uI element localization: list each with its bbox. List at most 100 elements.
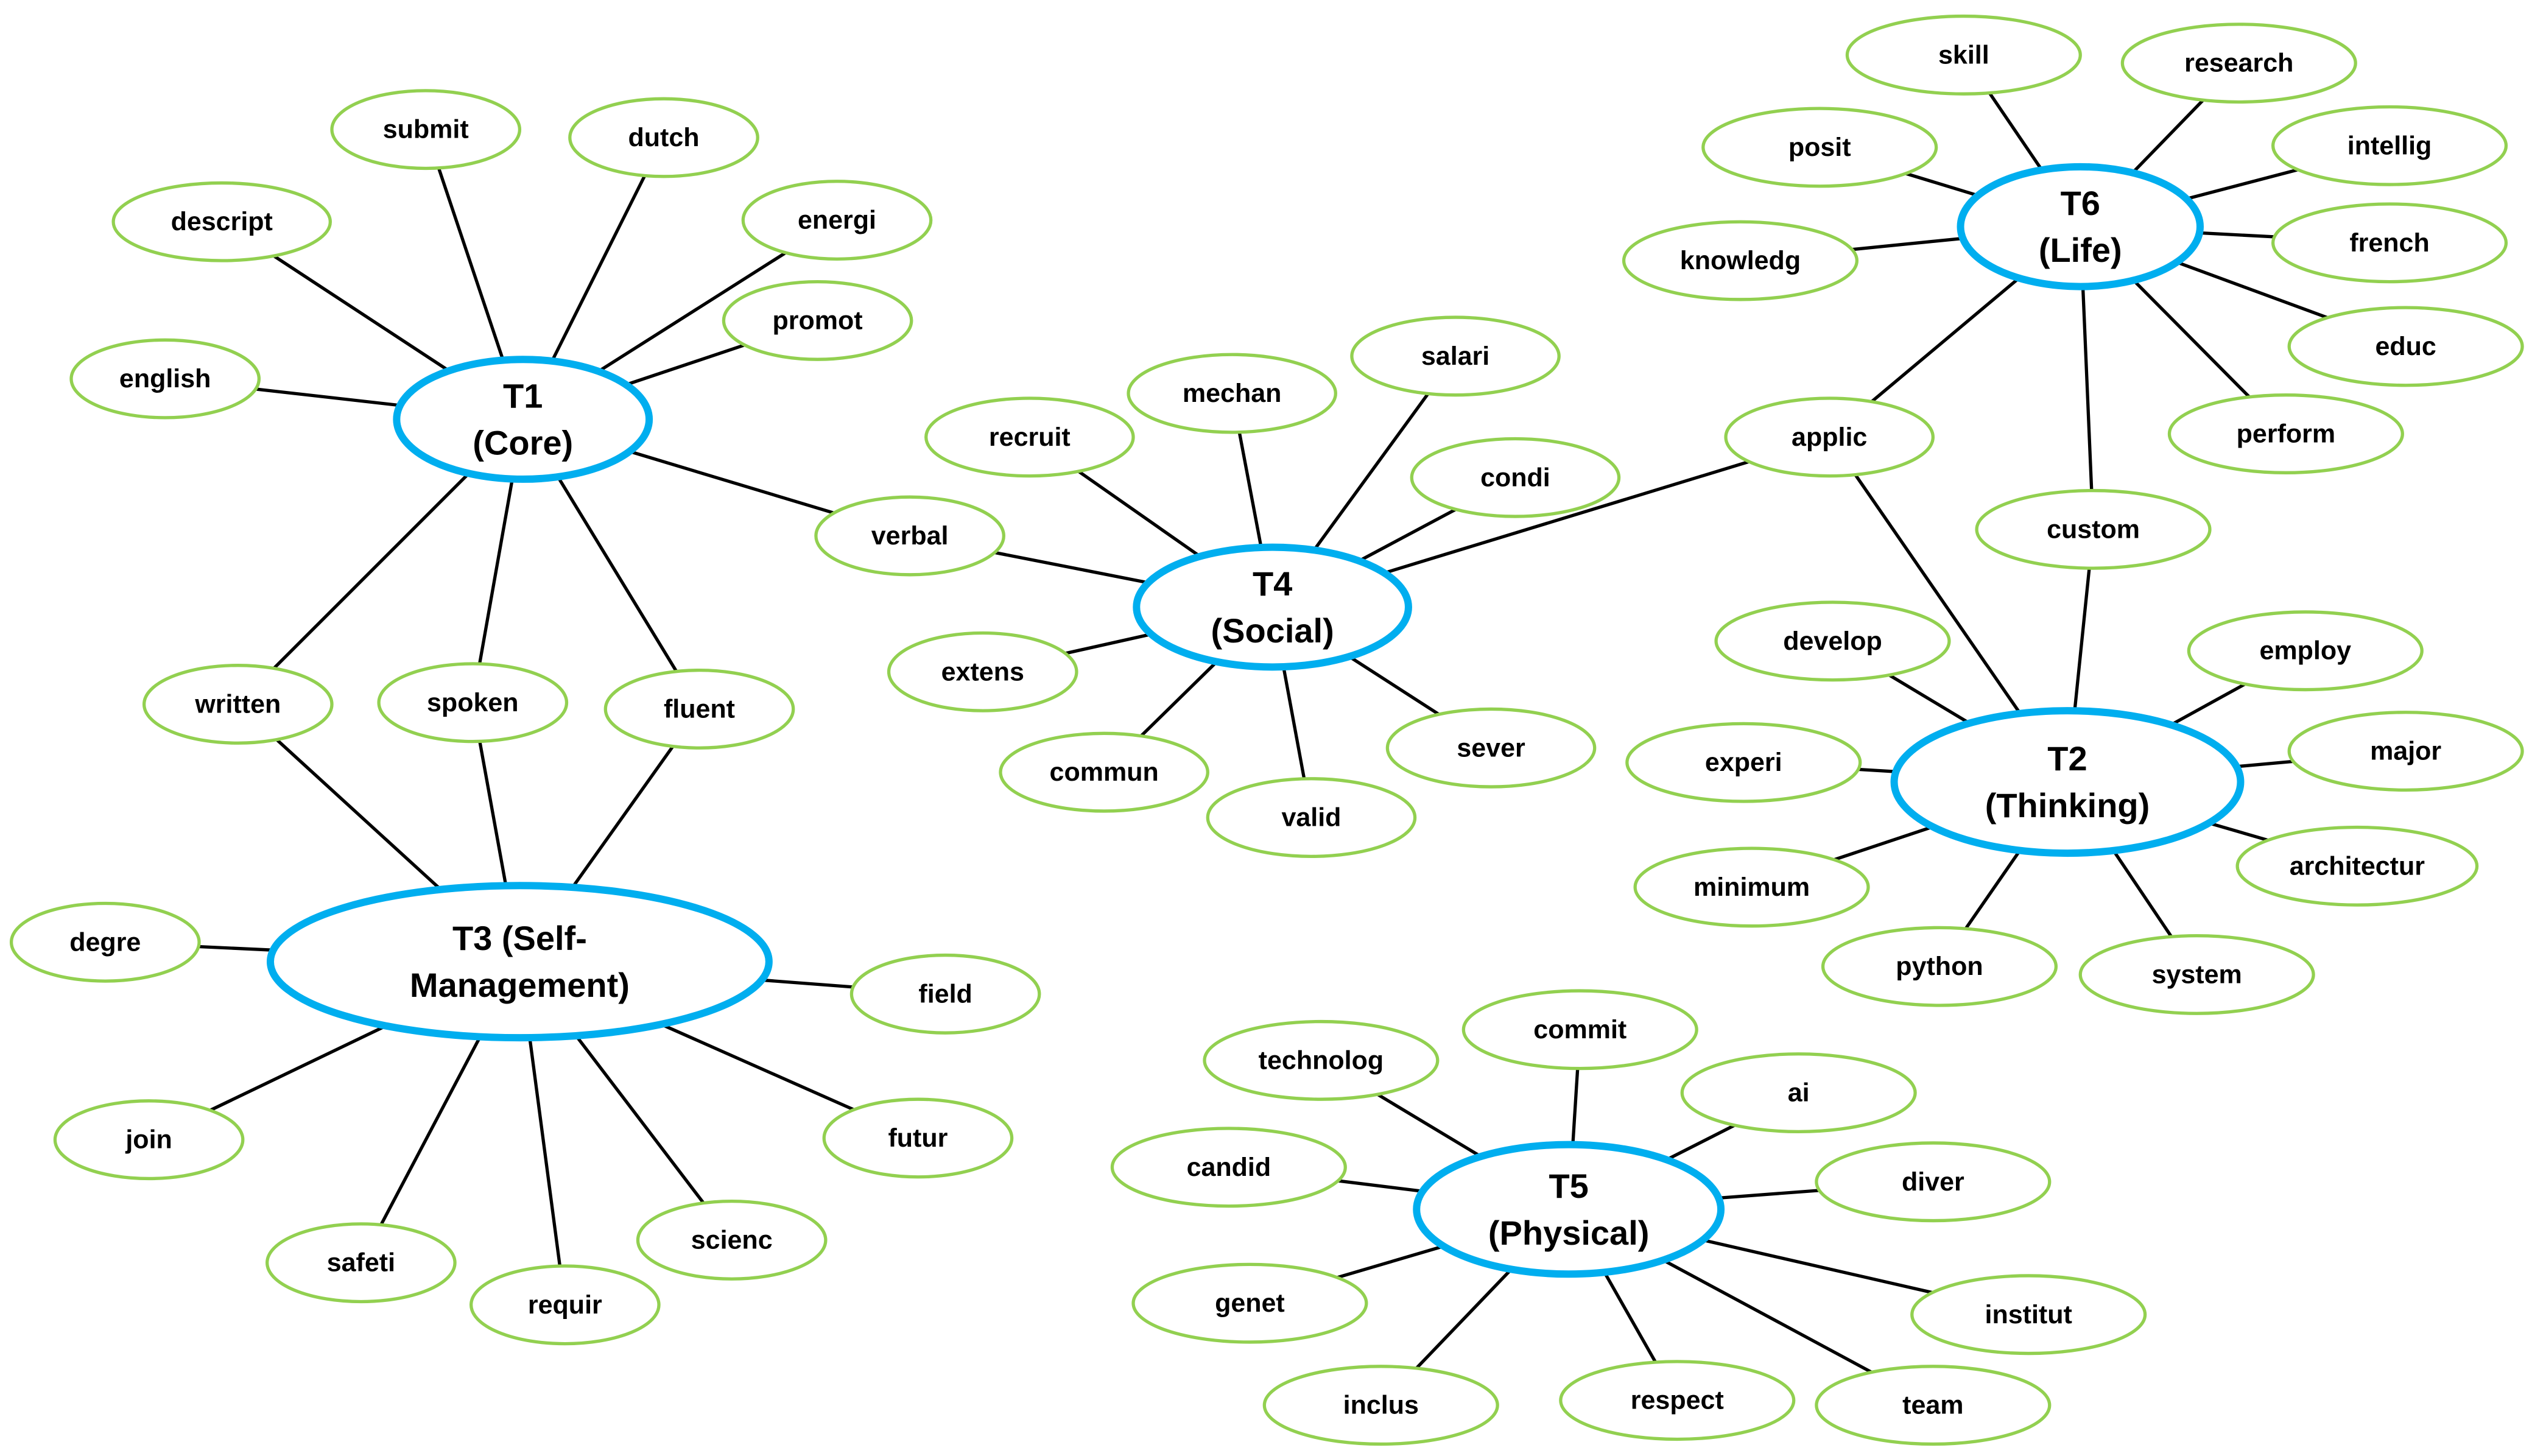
term-label: architectur bbox=[2290, 851, 2425, 881]
term-label: valid bbox=[1281, 803, 1341, 832]
term-label: salari bbox=[1421, 342, 1489, 371]
topic-label-line1: T1 bbox=[503, 377, 543, 415]
term-ellipse bbox=[603, 668, 795, 750]
term-node-salari: salari bbox=[1350, 315, 1561, 397]
term-label: technolog bbox=[1259, 1046, 1384, 1075]
term-label: major bbox=[2370, 737, 2441, 766]
term-ellipse bbox=[814, 495, 1005, 577]
topic-label-line1: T5 bbox=[1549, 1167, 1588, 1205]
term-label: safeti bbox=[327, 1248, 395, 1278]
term-label: genet bbox=[1215, 1289, 1285, 1318]
term-node-research: research bbox=[2120, 23, 2357, 104]
term-ellipse bbox=[1127, 353, 1337, 434]
term-label: recruit bbox=[989, 423, 1071, 452]
term-label: descript bbox=[171, 207, 273, 236]
term-label: experi bbox=[1705, 748, 1782, 777]
term-node-knowledg: knowledg bbox=[1622, 220, 1859, 301]
term-node-skill: skill bbox=[1845, 14, 2082, 96]
term-ellipse bbox=[887, 631, 1078, 712]
topic-label-line1: T6 bbox=[2061, 184, 2100, 222]
term-node-submit: submit bbox=[330, 89, 522, 171]
term-ellipse bbox=[1410, 437, 1621, 518]
term-ellipse bbox=[849, 953, 1041, 1035]
topic-label-line2: (Social) bbox=[1211, 611, 1334, 650]
term-node-perform: perform bbox=[2167, 393, 2404, 474]
term-ellipse bbox=[1975, 488, 2212, 570]
term-node-valid: valid bbox=[1206, 777, 1417, 859]
term-node-commit: commit bbox=[1461, 989, 1698, 1071]
term-node-custom: custom bbox=[1975, 488, 2212, 570]
term-node-inclus: inclus bbox=[1262, 1365, 1499, 1446]
term-node-posit: posit bbox=[1701, 107, 1938, 188]
term-node-fluent: fluent bbox=[603, 668, 795, 750]
term-label: custom bbox=[2047, 515, 2140, 544]
term-label: requir bbox=[528, 1290, 602, 1320]
term-ellipse bbox=[924, 396, 1135, 478]
topic-ellipse bbox=[1890, 707, 2245, 857]
topic-label-line1: T3 (Self- bbox=[452, 919, 587, 957]
term-ellipse bbox=[1131, 1262, 1368, 1344]
term-label: team bbox=[1902, 1391, 1963, 1420]
topic-label-line2: (Thinking) bbox=[1985, 786, 2150, 825]
topic-ellipse bbox=[266, 882, 773, 1042]
term-node-experi: experi bbox=[1625, 722, 1862, 803]
term-label: field bbox=[918, 979, 972, 1008]
topic-label-line2: (Physical) bbox=[1488, 1214, 1650, 1252]
term-label: intellig bbox=[2347, 131, 2432, 160]
term-node-genet: genet bbox=[1131, 1262, 1368, 1344]
term-node-system: system bbox=[2078, 934, 2315, 1015]
term-node-develop: develop bbox=[1714, 600, 1951, 682]
term-node-requir: requir bbox=[469, 1264, 661, 1346]
term-label: perform bbox=[2237, 419, 2335, 448]
term-label: futur bbox=[888, 1124, 948, 1153]
term-node-descript: descript bbox=[111, 181, 332, 262]
term-node-futur: futur bbox=[822, 1097, 1014, 1179]
topic-label-line1: T4 bbox=[1253, 564, 1292, 603]
term-node-english: english bbox=[69, 338, 261, 420]
term-label: submit bbox=[383, 115, 469, 144]
term-node-sever: sever bbox=[1385, 707, 1597, 789]
term-label: institut bbox=[1985, 1300, 2072, 1329]
term-ellipse bbox=[9, 901, 201, 983]
term-label: ai bbox=[1788, 1078, 1810, 1108]
term-ellipse bbox=[469, 1264, 661, 1346]
term-ellipse bbox=[2271, 105, 2508, 186]
term-label: promot bbox=[773, 306, 863, 335]
term-label: commit bbox=[1533, 1015, 1626, 1044]
term-ellipse bbox=[1625, 722, 1862, 803]
term-label: scienc bbox=[691, 1225, 773, 1254]
term-ellipse bbox=[1461, 989, 1698, 1071]
term-node-extens: extens bbox=[887, 631, 1078, 712]
term-ellipse bbox=[69, 338, 261, 420]
term-node-degre: degre bbox=[9, 901, 201, 983]
term-ellipse bbox=[2187, 610, 2424, 692]
term-ellipse bbox=[1815, 1141, 2052, 1223]
term-label: join bbox=[125, 1125, 172, 1155]
term-ellipse bbox=[2287, 306, 2524, 387]
term-ellipse bbox=[2235, 825, 2479, 907]
term-label: fluent bbox=[664, 694, 735, 723]
term-ellipse bbox=[1622, 220, 1859, 301]
term-ellipse bbox=[1714, 600, 1951, 682]
term-node-ai: ai bbox=[1680, 1052, 1917, 1133]
term-node-intellig: intellig bbox=[2271, 105, 2508, 186]
topic-label-line1: T2 bbox=[2047, 739, 2087, 778]
topic-label-line2: Management) bbox=[410, 966, 630, 1004]
term-node-respect: respect bbox=[1559, 1360, 1796, 1441]
topic-node-t5: T5 (Physical) bbox=[1413, 1141, 1725, 1278]
term-node-verbal: verbal bbox=[814, 495, 1005, 577]
topic-node-t1: T1(Core) bbox=[393, 356, 653, 483]
term-ellipse bbox=[1350, 315, 1561, 397]
term-node-educ: educ bbox=[2287, 306, 2524, 387]
term-ellipse bbox=[1110, 1127, 1347, 1208]
term-node-mechan: mechan bbox=[1127, 353, 1337, 434]
term-label: employ bbox=[2260, 636, 2352, 666]
term-label: condi bbox=[1480, 463, 1550, 492]
term-node-diver: diver bbox=[1815, 1141, 2052, 1223]
term-label: spoken bbox=[427, 688, 519, 717]
term-label: minimum bbox=[1693, 873, 1810, 902]
term-ellipse bbox=[1821, 926, 2058, 1007]
term-label: written bbox=[194, 689, 281, 719]
term-node-field: field bbox=[849, 953, 1041, 1035]
